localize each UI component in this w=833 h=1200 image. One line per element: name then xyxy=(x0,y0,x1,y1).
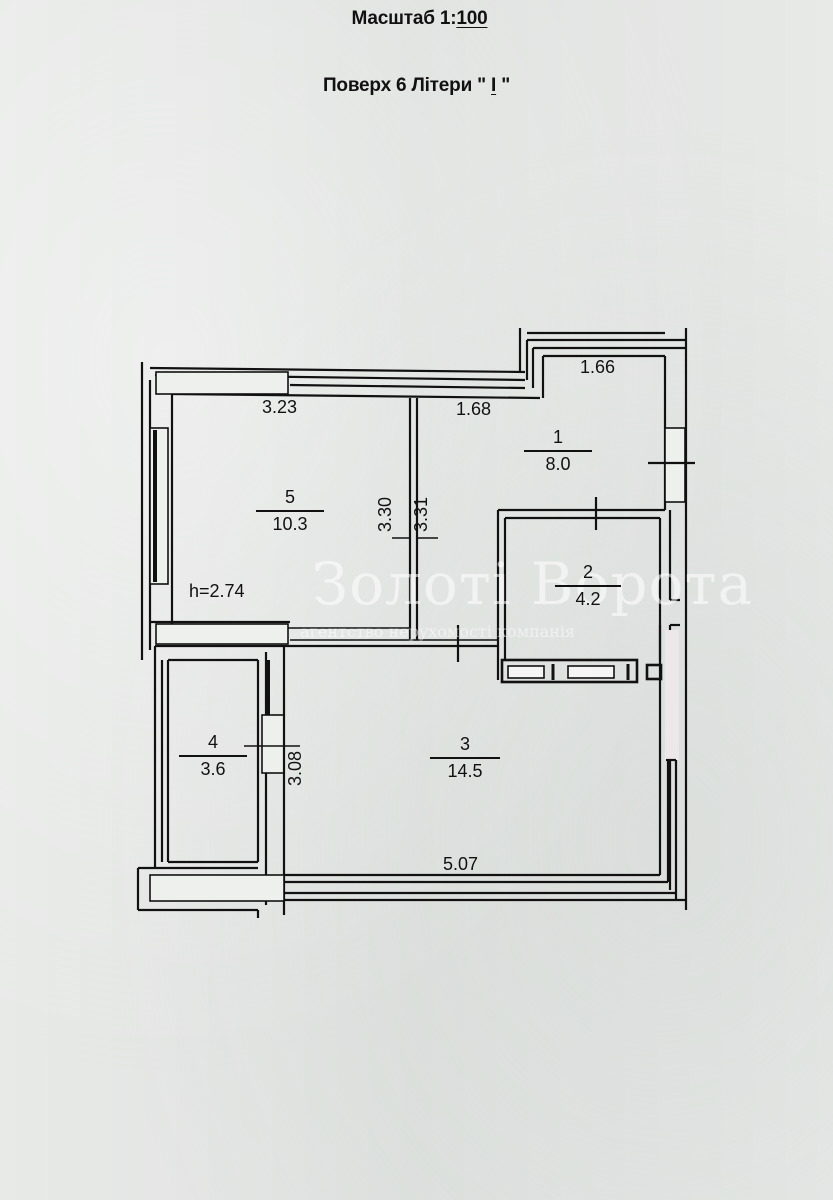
room-area: 8.0 xyxy=(545,453,571,474)
room-3-label: 3 14.5 xyxy=(425,735,505,781)
letter-value: I xyxy=(491,75,497,96)
dim-room1-width-upper: 1.66 xyxy=(580,357,616,377)
room-area: 14.5 xyxy=(447,760,483,781)
window-room3 xyxy=(665,630,679,760)
fraction-bar xyxy=(555,584,621,587)
bath-fixtures xyxy=(500,658,639,684)
scale-value: 100 xyxy=(456,8,488,29)
floor-label: Поверх 6 Літери " xyxy=(322,75,486,96)
fraction-bar xyxy=(524,449,592,452)
room-number: 2 xyxy=(582,562,593,582)
room-number: 4 xyxy=(207,732,218,752)
dim-room4-depth: 3.08 xyxy=(285,750,306,787)
scale-title: Масштаб 1:100 xyxy=(3,8,833,30)
room-number: 5 xyxy=(284,487,295,507)
dim-room1-width-lower: 1.68 xyxy=(456,399,492,419)
dim-room3-width: 5.07 xyxy=(443,854,479,874)
room-number: 3 xyxy=(459,734,470,754)
window-top-room5 xyxy=(155,371,289,395)
floor-suffix: " xyxy=(501,75,511,96)
ceiling-height: h=2.74 xyxy=(189,581,245,601)
dim-room5-width: 3.23 xyxy=(262,397,298,417)
room-4-label: 4 3.6 xyxy=(178,733,248,779)
room-2-label: 2 4.2 xyxy=(553,563,623,609)
fraction-bar xyxy=(430,756,500,759)
room-area: 3.6 xyxy=(200,758,226,779)
room-area: 10.3 xyxy=(272,513,308,534)
room-5-label: 5 10.3 xyxy=(250,488,330,534)
room-number: 1 xyxy=(552,427,563,447)
floor-title: Поверх 6 Літери " I " xyxy=(0,75,833,97)
room-1-label: 1 8.0 xyxy=(523,428,593,474)
fraction-bar xyxy=(256,509,324,512)
dim-room5-depth: 3.30 xyxy=(375,496,396,533)
scale-label: Масштаб 1: xyxy=(351,8,457,29)
window-room1 xyxy=(664,427,686,503)
room-area: 4.2 xyxy=(575,588,601,609)
window-room5 xyxy=(149,427,169,585)
dim-room1-depth: 3.31 xyxy=(411,496,432,533)
fraction-bar xyxy=(179,754,247,757)
